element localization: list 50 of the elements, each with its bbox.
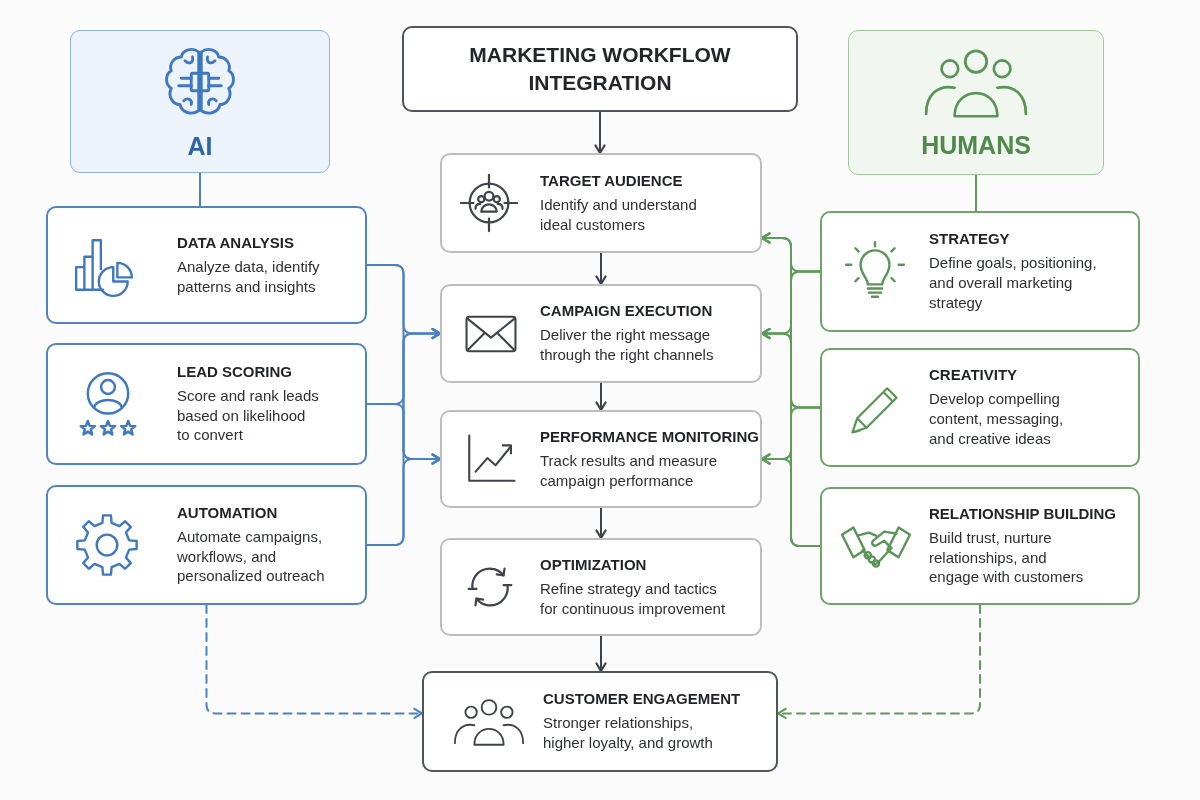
process-card [440, 538, 762, 636]
process-card [440, 284, 762, 383]
card-heading: CREATIVITY [929, 366, 1019, 384]
card-heading: CUSTOMER ENGAGEMENT [543, 690, 741, 708]
arrow [595, 382, 607, 412]
card-heading: CAMPAIGN EXECUTION [540, 302, 714, 320]
process-card [440, 410, 762, 508]
card-description: Score and rank leads based on likelihood to convert [177, 385, 320, 446]
process-card [422, 671, 778, 772]
category-panel [70, 30, 330, 173]
process-card [820, 348, 1140, 467]
card-description: Develop compelling content, messaging, and creative ideas [929, 389, 1065, 449]
connector-line [199, 172, 201, 207]
arrow [366, 453, 442, 546]
card-heading: RELATIONSHIP BUILDING [929, 504, 1116, 522]
card-description: Deliver the right message through the right channels [540, 325, 715, 365]
title-text: MARKETING WORKFLOW INTEGRATION [468, 42, 732, 96]
card-description: Track results and measure campaign performance [540, 450, 718, 491]
process-card [820, 487, 1140, 605]
card-heading: OPTIMIZATION [540, 555, 648, 573]
card-heading: LEAD SCORING [177, 362, 293, 380]
panel-heading: AI [187, 132, 213, 161]
process-card [46, 485, 367, 605]
card-heading: AUTOMATION [177, 503, 279, 521]
card-heading: STRATEGY [929, 230, 1011, 248]
card-heading: TARGET AUDIENCE [540, 171, 684, 189]
process-card [440, 153, 762, 253]
card-description: Analyze data, identify patterns and insights [177, 256, 321, 297]
arrow [595, 507, 607, 540]
arrow [595, 252, 607, 286]
card-description: Refine strategy and tactics for continuous improvement [540, 578, 727, 619]
card-heading: PERFORMANCE MONITORING [540, 427, 759, 445]
card-heading: DATA ANALYSIS [177, 233, 295, 251]
card-description: Build trust, nurture relationships, and engage with customers [929, 527, 1085, 588]
panel-heading: HUMANS [921, 131, 1031, 160]
arrow [760, 453, 821, 547]
dashed-arrow [776, 604, 981, 719]
category-panel [848, 30, 1104, 175]
process-card [46, 206, 367, 324]
process-card [820, 211, 1140, 332]
card-description: Identify and understand ideal customers [540, 194, 698, 235]
title-box [402, 26, 798, 112]
connector-line [975, 174, 977, 212]
arrow [595, 635, 607, 673]
card-description: Stronger relationships, higher loyalty, and growth [543, 713, 714, 753]
card-description: Define goals, positioning, and overall marketing strategy [929, 253, 1098, 313]
arrow [594, 111, 606, 155]
process-card [46, 343, 367, 465]
card-description: Automate campaigns, workflows, and personalized outreach [177, 526, 326, 587]
dashed-arrow [205, 604, 424, 719]
